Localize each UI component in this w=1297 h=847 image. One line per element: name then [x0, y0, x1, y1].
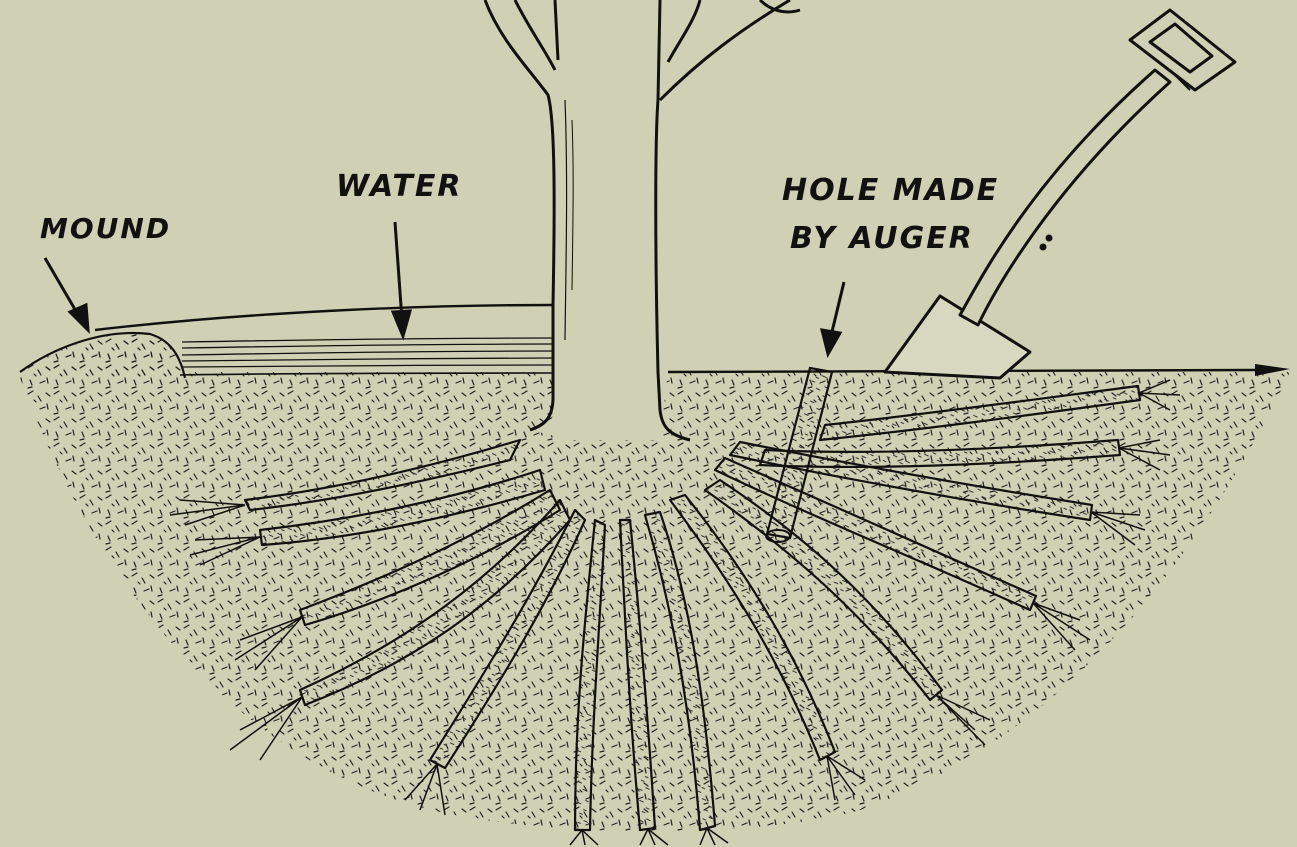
- hole-label-line2: BY AUGER: [790, 221, 974, 256]
- mound-label: MOUND: [40, 212, 171, 245]
- soil-section: [18, 339, 1290, 831]
- hole-label-line1: HOLE MADE: [782, 173, 999, 208]
- water-label: WATER: [336, 169, 462, 204]
- mound: [20, 333, 185, 378]
- water-arrow: [395, 222, 402, 320]
